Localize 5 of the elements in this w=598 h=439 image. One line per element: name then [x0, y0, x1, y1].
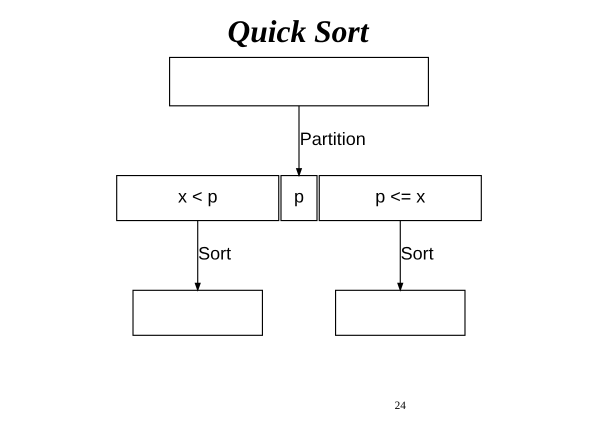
label: 24 — [394, 400, 406, 412]
diagram-title: Quick Sort — [228, 14, 368, 49]
edge-label: Partition — [300, 128, 366, 148]
edge-label: Sort — [198, 243, 232, 264]
edge-label: Sort — [400, 243, 434, 264]
